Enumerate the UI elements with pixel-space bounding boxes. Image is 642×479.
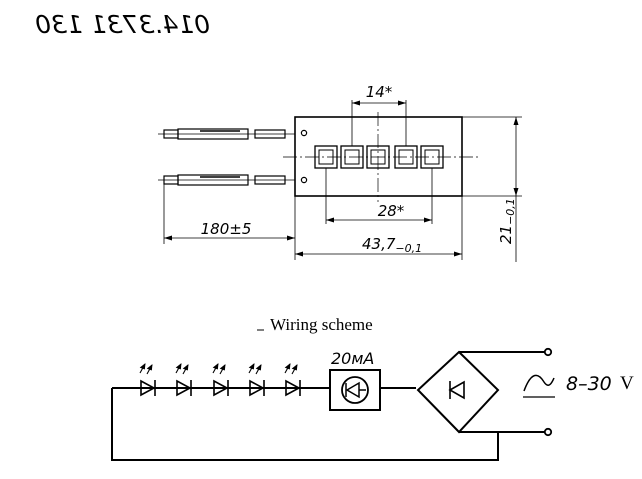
- lead-length-label: 180±5: [201, 220, 252, 238]
- circuit-wires: [111, 351, 548, 461]
- current-label: 20мА: [331, 349, 374, 368]
- led-symbol: [248, 363, 265, 397]
- wire-lead-lower: [158, 174, 295, 186]
- body-length-label: 43,7−0,1: [362, 235, 422, 255]
- led-symbol: [139, 363, 156, 397]
- dimension-led-pitch: 14*: [351, 83, 407, 146]
- ac-terminal-upper: [543, 347, 553, 357]
- dimension-body-length: 43,7−0,1: [295, 196, 463, 260]
- module-housing: [294, 116, 463, 197]
- dimension-lead-length: 180±5: [163, 180, 296, 260]
- part-number-mirrored: 014.3731 130: [35, 10, 210, 39]
- part-number: 014.3731 130: [35, 10, 210, 39]
- voltage-range: 8–30: [566, 373, 612, 395]
- ac-terminal-lower: [543, 427, 553, 437]
- led-symbol: [284, 363, 301, 397]
- ac-supply-label: 8–30 V: [523, 373, 634, 398]
- body-height-label: 21−0,1: [497, 198, 517, 244]
- module-top-view: 14* 28* 180±5 43,7−0,1: [158, 83, 522, 262]
- led-symbol: [212, 363, 229, 397]
- ac-wave-icon: [523, 374, 555, 392]
- led-pitch-label: 14*: [366, 83, 393, 101]
- wiring-scheme: Wiring scheme: [111, 315, 634, 461]
- led-window: [366, 145, 390, 169]
- wiring-title: Wiring scheme: [270, 315, 373, 334]
- led-symbol: [175, 363, 192, 397]
- solder-hole-upper: [300, 129, 308, 137]
- led-windows: [314, 145, 444, 169]
- current-regulator: 20мА: [329, 349, 381, 411]
- dimension-led-span: 28*: [325, 168, 433, 224]
- led-chain: [139, 363, 301, 397]
- wire-lead-upper: [158, 128, 295, 140]
- bridge-rectifier: [416, 350, 500, 434]
- voltage-unit: V: [620, 373, 634, 394]
- led-span-label: 28*: [378, 202, 405, 220]
- solder-hole-lower: [300, 176, 308, 184]
- dimension-body-height: 21−0,1: [462, 116, 522, 262]
